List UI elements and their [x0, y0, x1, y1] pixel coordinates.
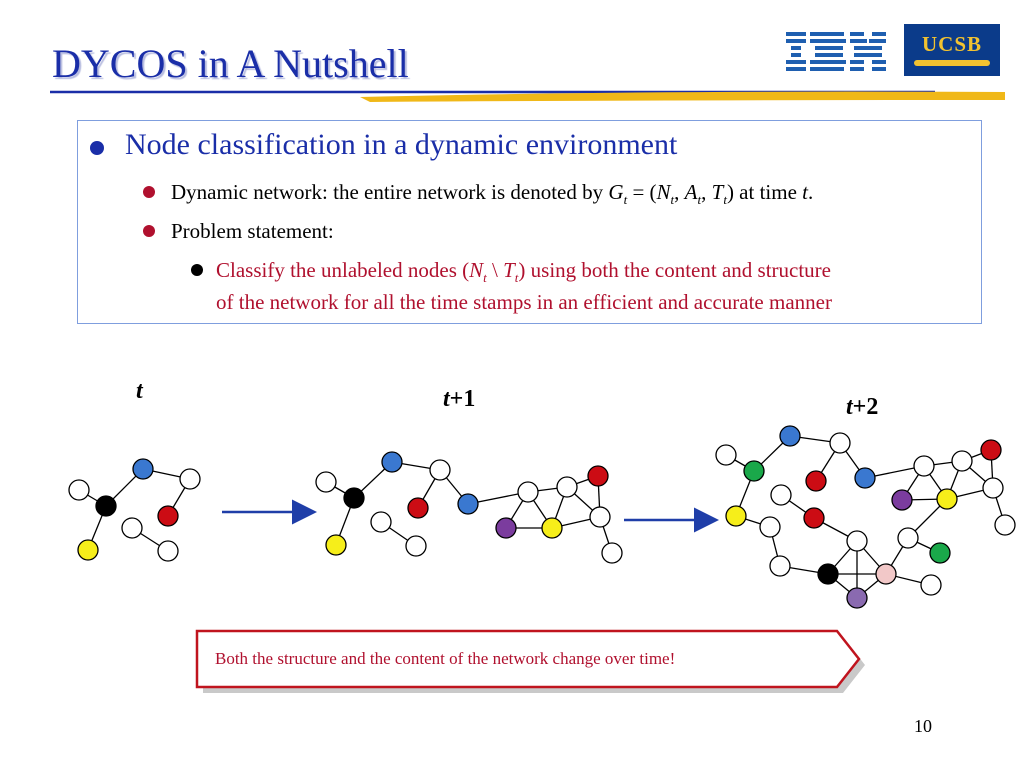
graph-node: [121, 517, 143, 539]
graph-node: [779, 425, 801, 447]
ucsb-logo-text: UCSB: [921, 32, 983, 56]
graph-node: [601, 542, 623, 564]
slide-title: DYCOS in A Nutshell: [52, 41, 409, 86]
graph-node: [803, 507, 825, 529]
title-rule: [50, 90, 1005, 102]
graph-node: [951, 450, 973, 472]
graph-node: [343, 487, 365, 509]
graph-node: [715, 444, 737, 466]
bullet-dot-level2: [143, 225, 155, 237]
bullet-box: [77, 120, 982, 324]
network-graph-t: [68, 458, 201, 562]
bullet-classify-line2: of the network for all the time stamps i…: [216, 290, 832, 314]
graph-node: [817, 563, 839, 585]
ibm-logo: [786, 32, 886, 71]
graph-node: [325, 534, 347, 556]
graph-node: [132, 458, 154, 480]
bullet-dot-level1: [90, 141, 104, 155]
ucsb-logo-bar: [914, 60, 990, 66]
graph-node: [556, 476, 578, 498]
graph-node: [68, 479, 90, 501]
graph-node: [994, 514, 1016, 536]
ucsb-logo: UCSB: [904, 24, 1000, 76]
callout-text: Both the structure and the content of th…: [215, 649, 676, 668]
graph-node: [743, 460, 765, 482]
bullet-problem-statement: Problem statement:: [171, 219, 334, 243]
network-graph-t-plus-2: [715, 425, 1016, 609]
graph-node: [157, 540, 179, 562]
time-label-t-plus-2: t+2: [846, 394, 879, 420]
graph-node: [920, 574, 942, 596]
graph-node: [405, 535, 427, 557]
graph-node: [929, 542, 951, 564]
bullet-classify-line1: Classify the unlabeled nodes (Nt \ Tt) u…: [216, 258, 831, 286]
graph-node: [875, 563, 897, 585]
graph-node: [982, 477, 1004, 499]
graph-node: [980, 439, 1002, 461]
graph-node: [759, 516, 781, 538]
graph-node: [381, 451, 403, 473]
bullet-dot-level2: [143, 186, 155, 198]
graph-node: [315, 471, 337, 493]
graph-node: [846, 530, 868, 552]
graph-node: [769, 555, 791, 577]
page-number: 10: [914, 716, 932, 736]
graph-node: [517, 481, 539, 503]
graph-node: [854, 467, 876, 489]
graph-node: [891, 489, 913, 511]
graph-node: [913, 455, 935, 477]
network-graph-t-plus-1: [315, 451, 623, 564]
graph-node: [846, 587, 868, 609]
graph-node: [407, 497, 429, 519]
time-label-t-plus-1: t+1: [443, 386, 476, 412]
graph-node: [541, 517, 563, 539]
graph-node: [936, 488, 958, 510]
graph-node: [770, 484, 792, 506]
graph-node: [589, 506, 611, 528]
graph-node: [429, 459, 451, 481]
graph-node: [95, 495, 117, 517]
bullet-dot-level3: [191, 264, 203, 276]
graph-node: [457, 493, 479, 515]
graph-node: [370, 511, 392, 533]
graph-node: [805, 470, 827, 492]
graph-node: [725, 505, 747, 527]
graph-node: [179, 468, 201, 490]
bullet-node-classification: Node classification in a dynamic environ…: [125, 128, 678, 161]
graph-node: [829, 432, 851, 454]
graph-node: [587, 465, 609, 487]
time-label-t: t: [136, 378, 143, 404]
graph-node: [495, 517, 517, 539]
graph-node: [157, 505, 179, 527]
bullet-dynamic-network: Dynamic network: the entire network is d…: [171, 180, 814, 208]
graph-node: [77, 539, 99, 561]
callout-box: [195, 629, 865, 693]
graph-node: [897, 527, 919, 549]
gold-swoosh: [360, 91, 1005, 102]
